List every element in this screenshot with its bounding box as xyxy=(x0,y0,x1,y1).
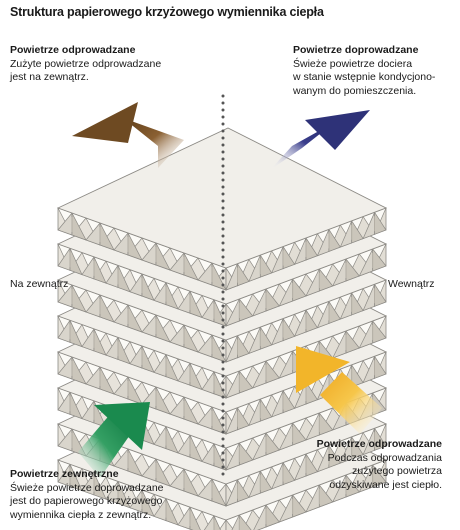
block-body: Zużyte powietrze odprowadzane jest na ze… xyxy=(10,57,162,84)
block-heading: Powietrze doprowadzane xyxy=(293,44,419,56)
inside-label: Wewnątrz xyxy=(388,278,435,290)
block-heading: Powietrze odprowadzane xyxy=(10,44,136,56)
arrow-up-left-icon xyxy=(72,102,184,168)
outside-label: Na zewnątrz xyxy=(10,278,69,290)
extract-air-block: Powietrze odprowadzane Podczas odprowadz… xyxy=(317,438,442,492)
exchanger-plate xyxy=(56,127,388,291)
supply-air-block: Powietrze doprowadzane Świeże powietrze … xyxy=(293,44,435,98)
arrow-up-right-icon xyxy=(270,110,370,170)
exhaust-air-out-block: Powietrze odprowadzane Zużyte powietrze … xyxy=(10,44,161,85)
arrow-up-right-icon xyxy=(78,402,150,478)
block-heading: Powietrze odprowadzane xyxy=(316,438,442,450)
plate-stack xyxy=(56,127,388,530)
outdoor-air-block: Powietrze zewnętrzne Świeże powietrze do… xyxy=(10,468,164,522)
block-body: Świeże powietrze doprowadzane jest do pa… xyxy=(10,481,164,521)
arrow-up-left-icon xyxy=(296,346,382,434)
block-body: Podczas odprowadzania zużytego powietrza… xyxy=(327,451,442,491)
block-heading: Powietrze zewnętrzne xyxy=(10,468,119,480)
block-body: Świeże powietrze dociera w stanie wstępn… xyxy=(293,57,436,97)
page-title: Struktura papierowego krzyżowego wymienn… xyxy=(10,5,324,19)
